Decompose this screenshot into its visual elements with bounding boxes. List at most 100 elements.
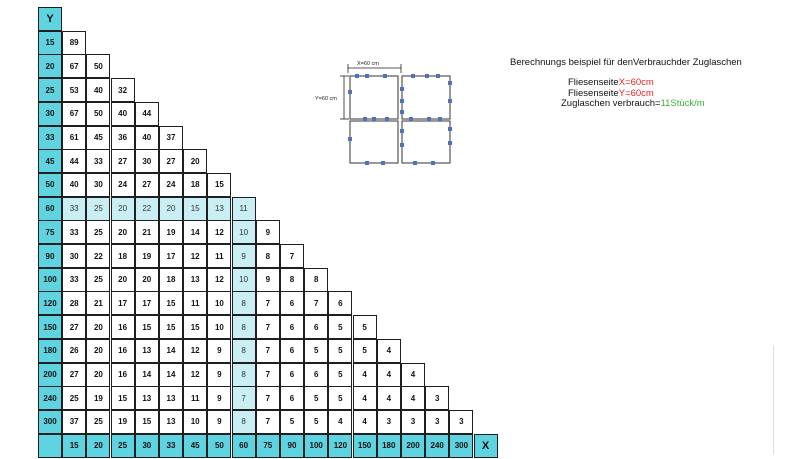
table-cell: 11 [231,196,256,221]
table-cell: 4 [328,409,353,434]
info-line-result-prefix: Zuglaschen verbrauch= [561,98,661,109]
table-cell: 7 [255,338,280,363]
table-cell: 15 [183,315,208,340]
table-cell: 67 [62,54,87,79]
table-cell: 20 [110,220,135,245]
table-cell: 10 [207,315,232,340]
table-cell: 7 [255,386,280,411]
table-cell: 5 [328,386,353,411]
table-cell: 15 [110,386,135,411]
table-cell: 30 [62,244,87,268]
y-value-cell: 75 [38,220,62,245]
table-cell: 11 [183,386,208,411]
table-cell: 19 [159,220,183,245]
x-value-cell: 200 [401,433,425,458]
tile-bottom-right [401,120,451,164]
table-cell: 20 [86,338,111,363]
table-cell: 9 [207,362,232,387]
table-cell: 8 [280,267,304,292]
table-cell: 8 [231,291,256,316]
table-cell: 17 [110,291,135,316]
table-cell: 45 [86,125,111,150]
y-value-cell: 60 [38,196,62,221]
table-cell: 12 [183,338,208,363]
y-value-cell: 150 [38,315,62,340]
info-line-result-value: 11Stück/m [660,98,705,109]
table-cell: 6 [304,315,329,340]
table-cell: 33 [86,149,111,174]
table-cell: 16 [110,338,135,363]
table-cell: 4 [401,386,425,411]
y-value-cell: 30 [38,101,62,126]
table-cell: 89 [62,30,87,55]
y-value-cell: 45 [38,149,62,174]
table-cell: 25 [86,196,111,221]
table-cell: 19 [86,386,111,411]
table-cell: 9 [207,409,232,434]
table-cell: 5 [328,338,353,363]
table-cell: 12 [183,244,208,268]
table-cell: 50 [86,54,111,79]
table-cell: 17 [134,291,159,316]
table-cell: 27 [62,362,87,387]
info-line-y-value: Y=60cm [618,88,654,99]
table-cell: 7 [231,386,256,411]
table-cell: 40 [62,172,87,197]
table-cell: 5 [304,386,329,411]
x-axis-header: X [473,433,498,458]
table-cell: 9 [255,220,280,245]
table-cell: 6 [304,362,329,387]
tile-top-left [349,75,399,120]
table-cell: 44 [134,101,159,126]
table-cell: 61 [62,125,87,150]
table-cell: 26 [62,338,87,363]
table-cell: 20 [159,196,183,221]
info-line-y: FliesenseiteY=60cm [568,88,654,99]
tile-bottom-left [349,120,399,164]
table-cell: 8 [231,315,256,340]
x-value-cell: 15 [62,433,87,458]
table-cell: 14 [183,220,208,245]
x-axis-corner [38,433,62,458]
x-value-cell: 50 [207,433,232,458]
x-value-cell: 30 [134,433,159,458]
table-cell: 20 [110,196,135,221]
y-value-cell: 33 [38,125,62,150]
table-cell: 10 [207,291,232,316]
table-cell: 12 [207,267,232,292]
table-cell: 13 [159,386,183,411]
table-cell: 8 [231,338,256,363]
table-cell: 5 [328,315,353,340]
y-value-cell: 25 [38,78,62,103]
table-cell: 16 [110,362,135,387]
table-cell: 4 [376,386,401,411]
x-value-cell: 180 [376,433,401,458]
x-value-cell: 240 [425,433,450,458]
x-value-cell: 90 [280,433,304,458]
table-cell: 44 [62,149,87,174]
x-value-cell: 120 [328,433,353,458]
y-axis-header: Y [38,7,62,31]
table-cell: 3 [425,409,450,434]
table-cell: 15 [183,196,208,221]
table-cell: 19 [134,244,159,268]
table-cell: 7 [280,244,304,268]
table-cell: 7 [255,362,280,387]
table-cell: 4 [401,362,425,387]
table-cell: 30 [134,149,159,174]
table-cell: 15 [159,291,183,316]
table-cell: 19 [110,409,135,434]
table-cell: 14 [159,362,183,387]
table-cell: 25 [62,386,87,411]
info-heading: Berechnungs beispiel für denVerbrauchder… [510,57,742,68]
table-cell: 7 [304,291,329,316]
table-cell: 18 [183,172,208,197]
x-value-cell: 300 [449,433,474,458]
table-cell: 8 [255,244,280,268]
table-cell: 33 [62,220,87,245]
table-cell: 9 [255,267,280,292]
table-cell: 15 [134,315,159,340]
table-cell: 53 [62,78,87,103]
info-line-x: FliesenseiteX=60cm [568,77,654,88]
table-cell: 18 [110,244,135,268]
